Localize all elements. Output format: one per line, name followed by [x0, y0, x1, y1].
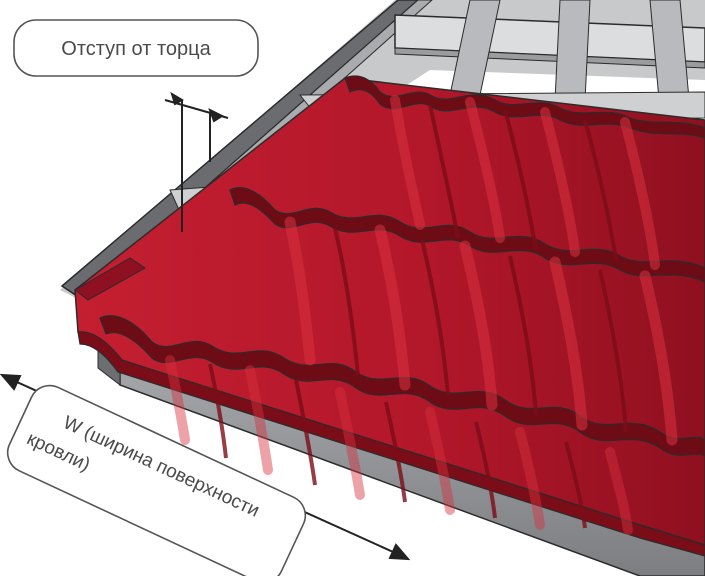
callout-edge-offset: Отступ от торца	[13, 19, 259, 77]
verge-board	[60, 0, 420, 299]
tile-step-row-2	[229, 187, 705, 283]
callout-edge-offset-box	[13, 19, 259, 77]
tile-eave-edge	[77, 331, 705, 557]
metal-tile-sheet	[74, 75, 705, 557]
rafter	[554, 0, 591, 101]
arrowhead-right	[388, 543, 411, 561]
tile-side-edge	[74, 257, 146, 301]
tile-wave-valleys	[208, 104, 628, 529]
edge-offset-dimension	[164, 91, 229, 232]
callout-edge-offset-label: Отступ от торца	[61, 38, 211, 60]
arrowhead-left	[0, 373, 22, 391]
callout-roof-width-box	[6, 384, 307, 576]
tile-wave-ridges	[165, 95, 678, 535]
